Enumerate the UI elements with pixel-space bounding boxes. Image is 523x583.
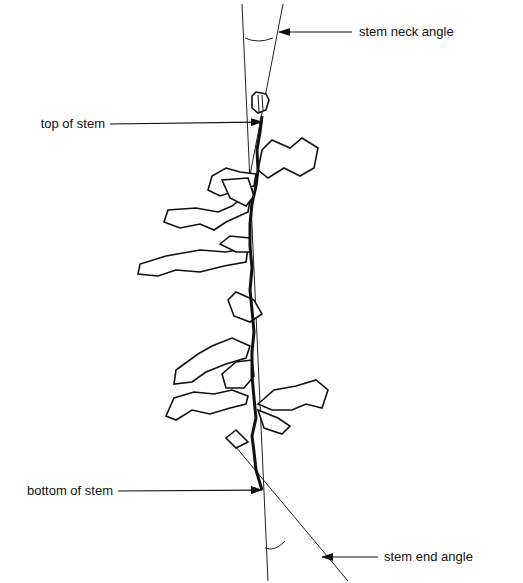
- leaves: [138, 138, 328, 448]
- leader-arrow: [118, 490, 262, 491]
- callout-label: stem neck angle: [358, 24, 455, 40]
- leader-arrow: [322, 556, 378, 557]
- bud-lines: [258, 95, 263, 112]
- leader-arrow: [110, 122, 262, 124]
- callout-label: bottom of stem: [26, 483, 114, 499]
- neck-arc: [245, 38, 273, 41]
- bud: [252, 92, 269, 113]
- end-line: [230, 440, 348, 581]
- callout-label: stem end angle: [383, 549, 474, 565]
- axis-line: [242, 4, 268, 581]
- end-arc: [265, 541, 285, 549]
- leader-arrow: [279, 31, 352, 32]
- stem: [250, 116, 262, 490]
- callout-label: top of stem: [40, 116, 106, 132]
